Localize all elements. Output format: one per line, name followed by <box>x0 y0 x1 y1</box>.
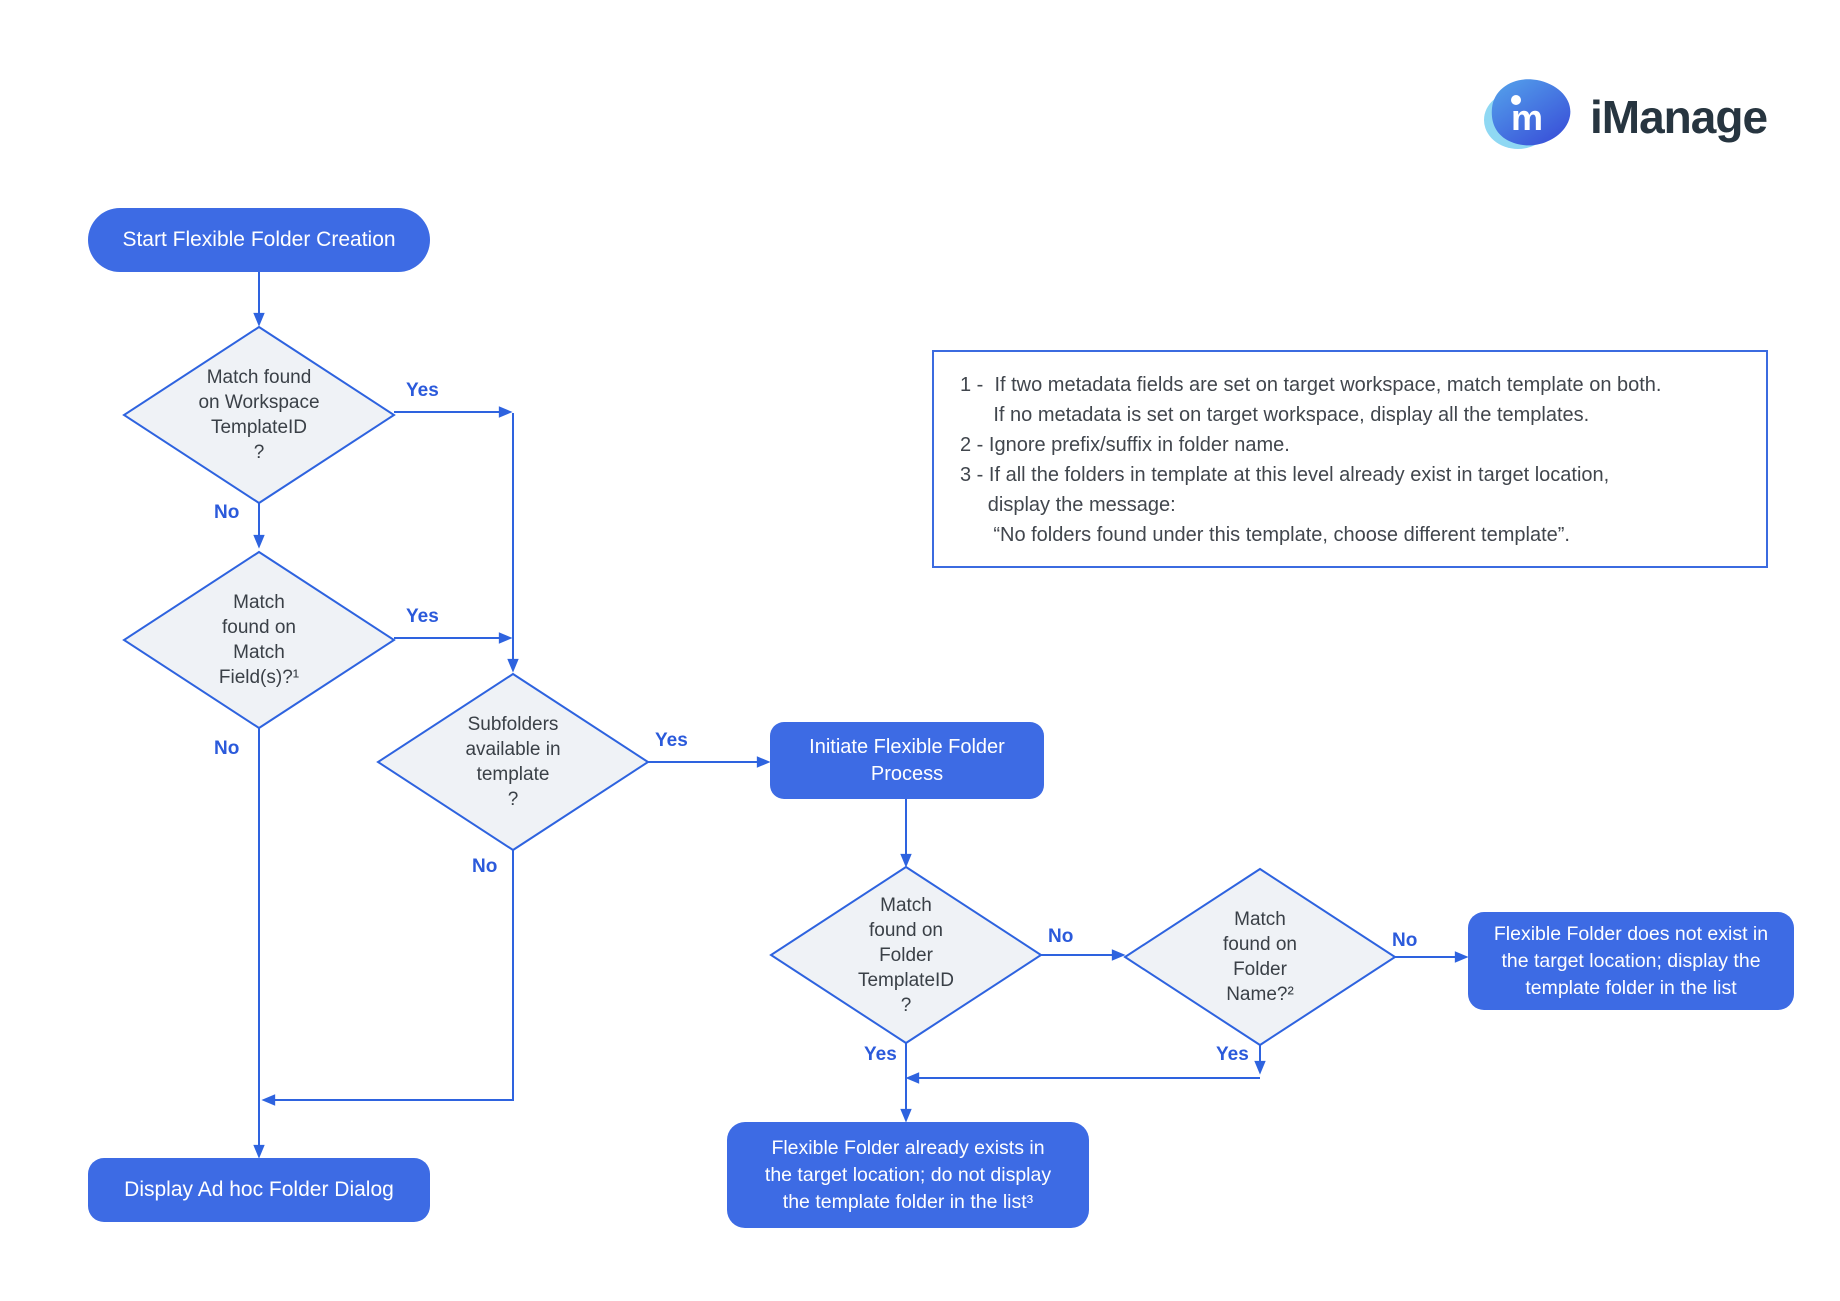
node-folder-does-not-exist: Flexible Folder does not exist in the ta… <box>1468 912 1794 1010</box>
diamond-label-match-fields: Match found on Match Field(s)?¹ <box>218 592 300 688</box>
logo-mark-letter: m <box>1511 97 1543 138</box>
edge-label-foldername-yes: Yes <box>1216 1044 1249 1065</box>
footnotes-text: 1 - If two metadata fields are set on ta… <box>960 374 1662 546</box>
node-start: Start Flexible Folder Creation <box>88 208 430 272</box>
edge-label-subfolders-yes: Yes <box>655 730 688 751</box>
edge-label-foldertemplateid-yes: Yes <box>864 1044 897 1065</box>
edge-label-matchfields-yes: Yes <box>406 606 439 627</box>
diamond-label-subfolders: Subfolders available in template ? <box>465 714 561 810</box>
diamond-folder-name <box>1123 867 1397 1047</box>
diamond-workspace-templateid <box>122 325 396 505</box>
diamond-label-folder-templateid: Match found on Folder TemplateID ? <box>857 895 955 1016</box>
logo-i-dot <box>1511 95 1521 105</box>
node-display-adhoc-dialog: Display Ad hoc Folder Dialog <box>88 1158 430 1222</box>
imanage-logo: m iManage <box>1478 70 1788 161</box>
node-folder-does-not-exist-label: Flexible Folder does not exist in the ta… <box>1493 922 1769 999</box>
logo-wordmark: iManage <box>1590 91 1767 143</box>
node-folder-already-exists-label: Flexible Folder already exists in the ta… <box>764 1136 1052 1213</box>
edge-label-matchfields-no: No <box>214 738 240 759</box>
footnotes-box: 1 - If two metadata fields are set on ta… <box>932 350 1768 568</box>
imanage-logo-graphic: m iManage <box>1484 79 1768 149</box>
edge-label-workspace-no: No <box>214 502 240 523</box>
diamond-label-workspace-templateid: Match found on Workspace TemplateID ? <box>198 367 320 463</box>
node-display-adhoc-dialog-label: Display Ad hoc Folder Dialog <box>124 1178 394 1201</box>
diamond-match-fields <box>122 550 396 730</box>
logo-blue-pebble <box>1491 79 1571 146</box>
imanage-logo-mark: m <box>1484 79 1571 149</box>
node-start-label: Start Flexible Folder Creation <box>122 228 396 251</box>
edge-label-foldername-no: No <box>1392 930 1418 951</box>
node-initiate-flexible-folder: Initiate Flexible Folder Process <box>770 722 1044 799</box>
diamond-folder-templateid <box>769 865 1043 1045</box>
node-initiate-label: Initiate Flexible Folder Process <box>809 735 1005 785</box>
diamond-label-folder-name: Match found on Folder Name?² <box>1223 909 1297 1005</box>
edge-subfolders-no <box>261 850 514 1106</box>
diamond-subfolders <box>376 672 650 852</box>
node-folder-already-exists: Flexible Folder already exists in the ta… <box>727 1122 1089 1228</box>
edge-label-subfolders-no: No <box>472 856 498 877</box>
edge-label-foldertemplateid-no: No <box>1048 926 1074 947</box>
edge-label-workspace-yes: Yes <box>406 380 439 401</box>
